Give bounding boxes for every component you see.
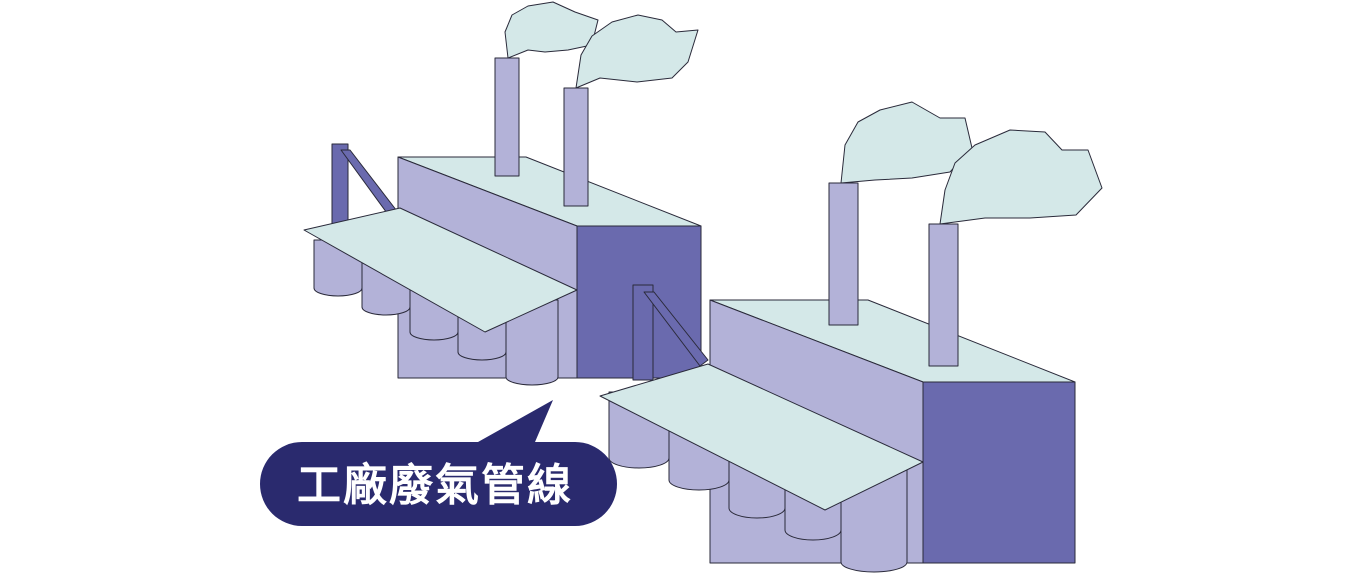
chimney-right-2: [928, 223, 959, 367]
canopy-right: [599, 363, 924, 511]
smoke-cloud-right-2: [939, 129, 1103, 225]
smoke-cloud-right-1: [840, 101, 973, 184]
smoke-cloud-left-1: [504, 1, 599, 59]
pipe-post-right: [632, 284, 654, 381]
tank-left-5: [505, 299, 559, 386]
canopy-left: [303, 207, 578, 333]
pipe-brace-right: [643, 291, 709, 367]
chimney-right-1: [828, 182, 859, 326]
factory-right-end-face: [922, 381, 1076, 564]
factory-right: [599, 101, 1103, 573]
callout-shape: [260, 400, 617, 526]
callout-label: 工廠廢氣管線: [297, 460, 573, 511]
chimney-left-2: [563, 87, 589, 207]
chimney-left-1: [494, 57, 520, 177]
pipe-brace-left: [340, 149, 401, 221]
tank-right-5: [840, 469, 908, 573]
callout-bubble: 工廠廢氣管線: [260, 400, 617, 526]
smoke-cloud-left-2: [575, 14, 699, 89]
